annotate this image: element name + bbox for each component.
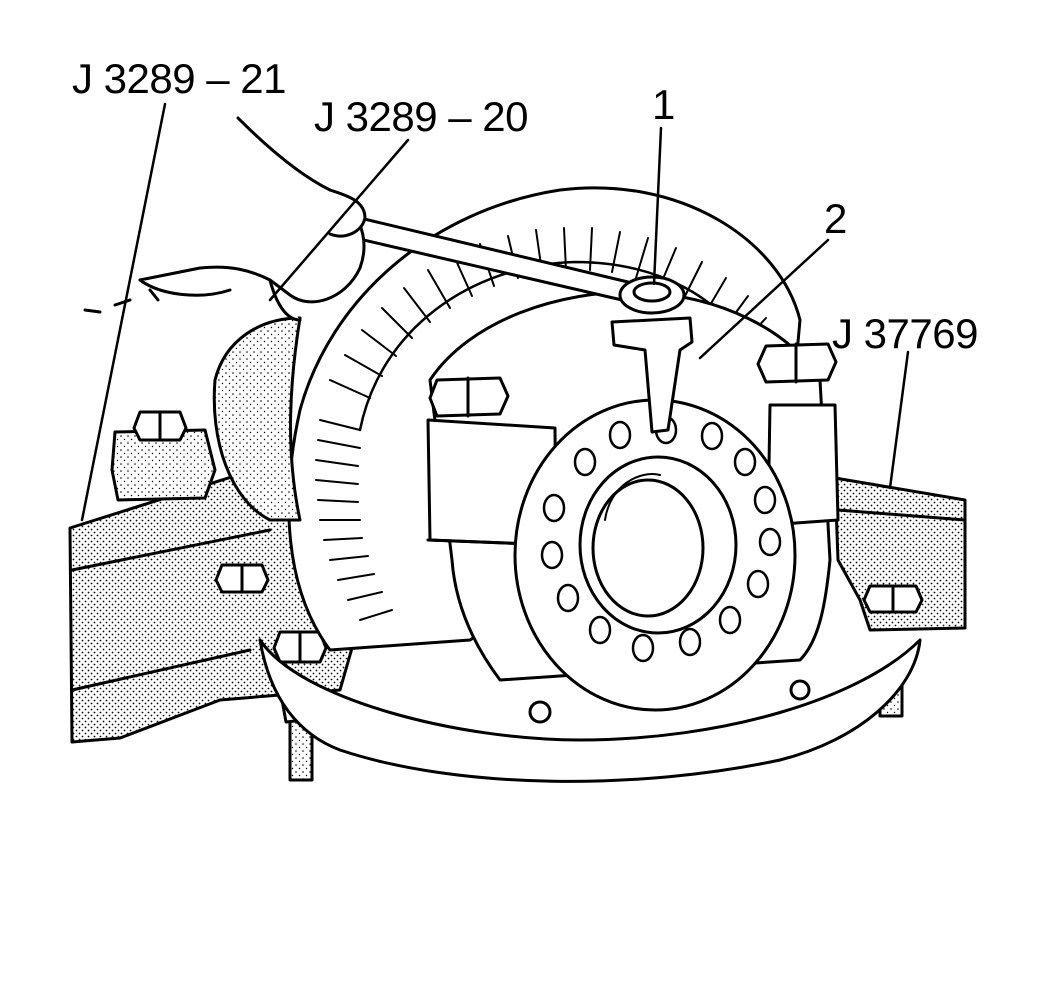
left-bolt-lower [272,630,328,664]
wrench-tool [353,216,694,434]
callout-j3289-20: J 3289 – 20 [314,93,529,140]
housing-flange [258,638,922,783]
callout-item-1: 1 [652,81,675,128]
callout-j3289-21: J 3289 – 21 [72,55,287,102]
right-bolt [862,584,924,614]
callout-j37769: J 37769 [832,310,978,357]
cap-bolt-left [428,376,510,418]
cap-bolt-right [756,342,838,384]
callout-item-2: 2 [824,195,847,242]
leader-lines [80,102,910,522]
left-bolt-middle [214,563,270,594]
left-bolt-top [132,410,188,442]
carrier-casting-left [212,316,302,522]
left-mounting-block [110,428,217,502]
